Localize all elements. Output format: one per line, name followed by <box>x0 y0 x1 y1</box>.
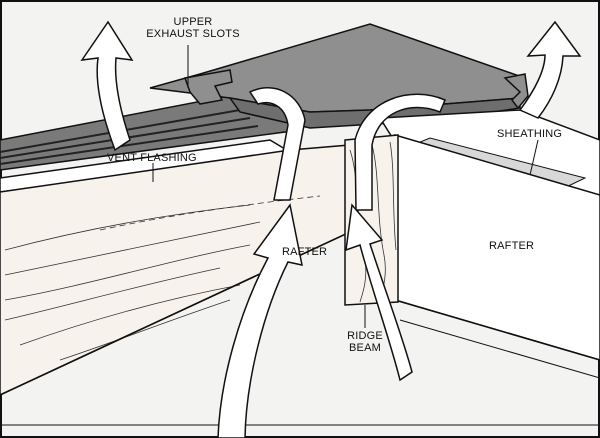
upper-exhaust-slots-label: UPPER EXHAUST SLOTS <box>146 16 240 40</box>
airflow-arrow-left-exit <box>80 20 134 152</box>
cap-right-end-profile <box>503 73 529 110</box>
left-rafter-wood-grain <box>4 195 321 361</box>
airflow-arrow-lower-right <box>345 203 413 382</box>
ridge-beam-line1: RIDGE <box>347 330 383 342</box>
airflow-arrow-ridge <box>354 93 446 211</box>
ridge-beam-line2: BEAM <box>349 342 381 354</box>
airflow-arrow-lower-left <box>217 203 303 438</box>
airflow-arrows <box>80 20 582 438</box>
rafter-left-label: RAFTER <box>282 246 328 258</box>
airflow-arrow-under-cap-left <box>248 87 306 201</box>
leader-lines <box>152 45 539 328</box>
right-rafter-edge <box>394 299 600 361</box>
cap-left-end-profile <box>183 69 233 105</box>
upper-exhaust-slots-line2: EXHAUST SLOTS <box>146 28 240 40</box>
airflow-arrow-right-exit <box>518 20 582 119</box>
rafter-right-label: RAFTER <box>489 240 535 252</box>
ridge-beam-label: RIDGE BEAM <box>337 330 393 354</box>
upper-exhaust-slots-line1: UPPER <box>173 16 213 28</box>
vent-flashing-label: VENT FLASHING <box>107 152 197 164</box>
sheathing-label: SHEATHING <box>497 128 563 140</box>
